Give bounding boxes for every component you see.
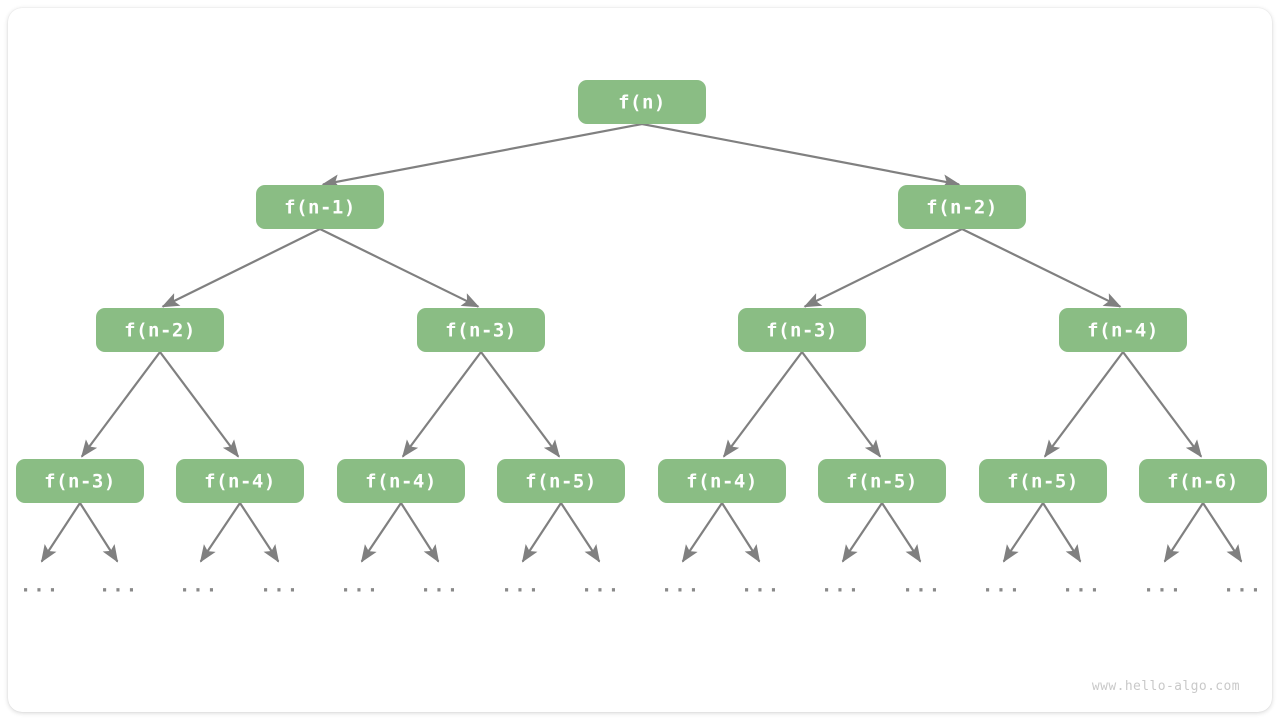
leaf-edge-layer (40, 502, 1243, 563)
tree-node-label: f(n-4) (1087, 320, 1159, 342)
tree-leaf-edge (239, 502, 280, 563)
tree-ellipsis: ... (179, 575, 219, 597)
tree-edge (321, 122, 643, 189)
tree-node[interactable]: f(n-1) (256, 185, 384, 229)
tree-node-box (898, 185, 1026, 229)
tree-node-label: f(n-5) (846, 471, 918, 493)
tree-ellipsis: ... (1223, 575, 1263, 597)
tree-leaf-edge (721, 502, 761, 563)
tree-leaf-edge (360, 502, 402, 563)
ellipsis-layer: ........................................… (20, 575, 1263, 597)
node-layer: f(n) f(n-1) f(n-2) f(n-2) f(n-3) f(n-3) f(n-4)… (16, 80, 1267, 503)
tree-node[interactable]: f(n-5) (818, 459, 946, 503)
tree-leaf-edge (1163, 502, 1204, 563)
tree-ellipsis: ... (661, 575, 701, 597)
tree-edge (641, 122, 961, 189)
tree-node[interactable]: f(n-4) (176, 459, 304, 503)
tree-ellipsis: ... (99, 575, 139, 597)
tree-ellipsis: ... (260, 575, 300, 597)
tree-edge (80, 351, 161, 458)
tree-ellipsis: ... (902, 575, 942, 597)
watermark: www.hello-algo.com (1092, 679, 1240, 694)
tree-node[interactable]: f(n-4) (1059, 308, 1187, 352)
tree-ellipsis: ... (501, 575, 541, 597)
tree-leaf-edge (681, 502, 723, 563)
tree-node[interactable]: f(n-3) (417, 308, 545, 352)
tree-node-label: f(n-3) (766, 320, 838, 342)
tree-edge (722, 351, 803, 458)
edge-layer (80, 122, 1203, 458)
tree-edge (1043, 351, 1124, 458)
tree-ellipsis: ... (420, 575, 460, 597)
tree-leaf-edge (1002, 502, 1044, 563)
tree-edge (1122, 351, 1203, 458)
tree-node[interactable]: f(n-5) (979, 459, 1107, 503)
tree-node[interactable]: f(n-3) (738, 308, 866, 352)
tree-node[interactable]: f(n-4) (337, 459, 465, 503)
tree-leaf-edge (841, 502, 883, 563)
tree-edge (803, 228, 963, 308)
tree-ellipsis: ... (821, 575, 861, 597)
tree-node-box (979, 459, 1107, 503)
tree-node[interactable]: f(n-2) (898, 185, 1026, 229)
tree-node-label: f(n-3) (445, 320, 517, 342)
tree-edge (159, 351, 240, 458)
tree-leaf-edge (40, 502, 81, 563)
tree-node-label: f(n-4) (686, 471, 758, 493)
tree-node-box (176, 459, 304, 503)
tree-edge (401, 351, 482, 458)
tree-node-label: f(n-4) (365, 471, 437, 493)
tree-leaf-edge (199, 502, 241, 563)
tree-leaf-edge (79, 502, 119, 563)
tree-node-box (16, 459, 144, 503)
tree-leaf-edge (881, 502, 922, 563)
tree-node-box (256, 185, 384, 229)
tree-node-label: f(n-3) (44, 471, 116, 493)
tree-edge (961, 228, 1122, 308)
tree-node[interactable]: f(n) (578, 80, 706, 124)
tree-ellipsis: ... (982, 575, 1022, 597)
tree-node[interactable]: f(n-6) (1139, 459, 1267, 503)
tree-leaf-edge (1042, 502, 1082, 563)
tree-node-box (578, 80, 706, 124)
tree-node-label: f(n) (618, 92, 666, 114)
tree-edge (161, 228, 321, 308)
tree-node-box (337, 459, 465, 503)
tree-leaf-edge (400, 502, 440, 563)
tree-ellipsis: ... (1143, 575, 1183, 597)
tree-leaf-edge (521, 502, 562, 563)
tree-ellipsis: ... (581, 575, 621, 597)
tree-node[interactable]: f(n-4) (658, 459, 786, 503)
tree-node-box (738, 308, 866, 352)
tree-node[interactable]: f(n-3) (16, 459, 144, 503)
tree-node-label: f(n-5) (525, 471, 597, 493)
tree-node-label: f(n-2) (124, 320, 196, 342)
tree-leaf-edge (1202, 502, 1243, 563)
tree-edge (319, 228, 480, 308)
tree-ellipsis: ... (1062, 575, 1102, 597)
tree-ellipsis: ... (741, 575, 781, 597)
tree-node-label: f(n-4) (204, 471, 276, 493)
tree-ellipsis: ... (20, 575, 60, 597)
tree-node-box (96, 308, 224, 352)
tree-node-label: f(n-1) (284, 197, 356, 219)
tree-node-box (658, 459, 786, 503)
tree-node-label: f(n-6) (1167, 471, 1239, 493)
tree-node-box (497, 459, 625, 503)
tree-node-box (1139, 459, 1267, 503)
tree-edge (480, 351, 561, 458)
tree-node[interactable]: f(n-5) (497, 459, 625, 503)
tree-edge (801, 351, 882, 458)
tree-node-label: f(n-5) (1007, 471, 1079, 493)
tree-node-box (818, 459, 946, 503)
tree-leaf-edge (560, 502, 601, 563)
tree-ellipsis: ... (340, 575, 380, 597)
tree-node-label: f(n-2) (926, 197, 998, 219)
tree-node-box (417, 308, 545, 352)
tree-node-box (1059, 308, 1187, 352)
tree-node[interactable]: f(n-2) (96, 308, 224, 352)
